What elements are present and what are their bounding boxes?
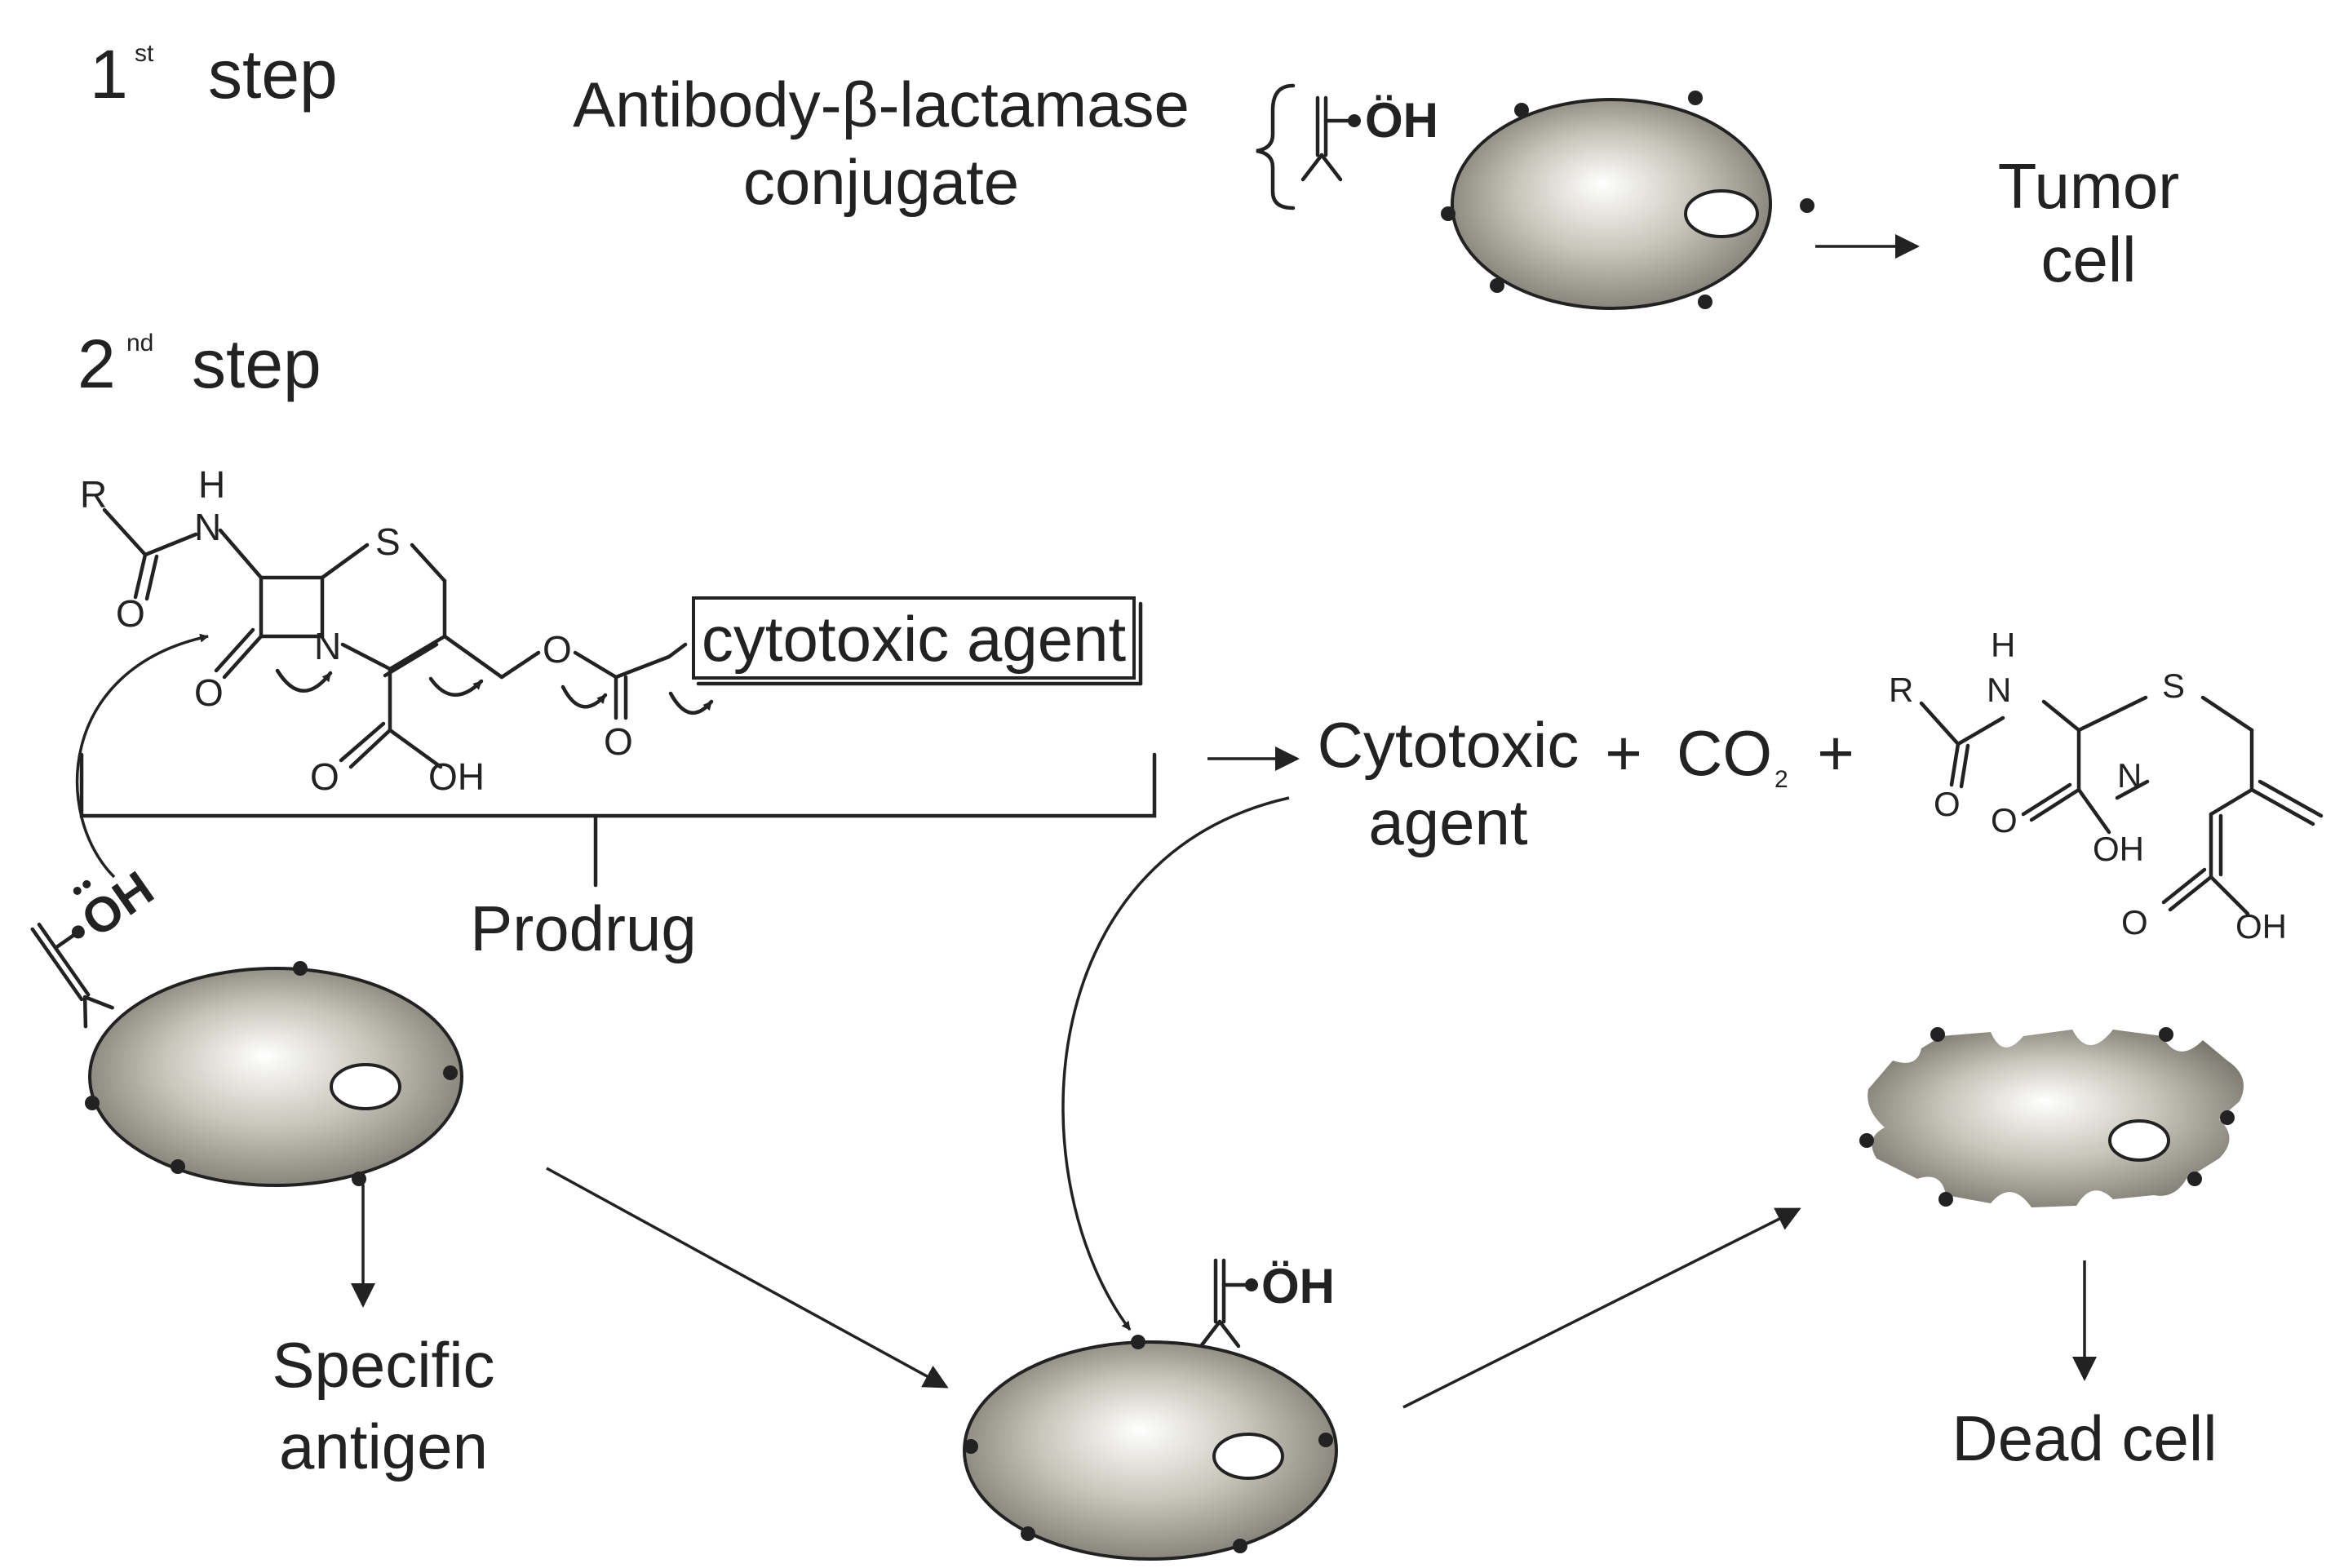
prodrug-atom-acid-o: O [310, 755, 339, 798]
product-atom-acid1-o: O [1991, 801, 2018, 839]
product-atom-acid2-o: O [2121, 903, 2148, 941]
tumor-cell-label: Tumor cell [1998, 150, 2179, 295]
product-atom-acid1-oh: OH [2093, 830, 2144, 868]
tumor-cell-bottom [963, 1335, 1338, 1561]
second-step-number: 2 [78, 326, 116, 402]
specific-antigen-line1: Specific [272, 1329, 494, 1401]
conjugate-brace [1256, 83, 1296, 210]
conjugate-label-line2: conjugate [743, 146, 1019, 218]
prodrug-atom-acid-oh: OH [428, 755, 485, 798]
arrow-to-dead-cell [1402, 1207, 1801, 1409]
step1-oh-label: ÖH [1365, 93, 1438, 148]
specific-antigen-line2: antigen [279, 1411, 488, 1482]
first-step-heading: 1 st step [90, 36, 338, 113]
prodrug-atom-o-carbonyl: O [604, 720, 633, 763]
tumor-label-line2: cell [2040, 224, 2136, 295]
antibody-on-cell-bottom: ÖH [1199, 1258, 1335, 1349]
nucleophile-attack-arrow [75, 633, 210, 879]
first-step-word: step [208, 36, 338, 113]
prodrug-atom-n-amide: N [194, 506, 221, 548]
cytotoxic-agent-line1: Cytotoxic [1318, 709, 1580, 781]
left-oh-label: OH [72, 861, 163, 948]
tumor-cell-step1 [1441, 91, 1814, 310]
product-atom-s: S [2162, 667, 2185, 705]
released-cephalosporin-structure: R H N O S N O OH O OH [1889, 626, 2324, 946]
product-atom-h: H [1991, 626, 2015, 664]
arrow-left-to-bottom-cell [546, 1167, 949, 1389]
bottom-oh-label: ÖH [1261, 1259, 1335, 1313]
tumor-label-line1: Tumor [1998, 150, 2179, 222]
conjugate-label: Antibody-β-lactamase conjugate [573, 69, 1190, 218]
dead-cell [1859, 1027, 2244, 1207]
prodrug-structure: R H N O S N O O O O OH [80, 463, 714, 798]
prodrug-atom-r: R [80, 473, 107, 516]
plus-sign-2: + [1817, 717, 1854, 789]
arrow-cytotoxic-to-cell [1061, 796, 1290, 1331]
product-atom-acid2-oh: OH [2235, 907, 2287, 946]
cytotoxic-agent-box-label: cytotoxic agent [702, 603, 1127, 675]
product-atom-o-amide: O [1934, 785, 1961, 823]
dead-cell-label: Dead cell [1952, 1402, 2217, 1474]
second-step-suffix: nd [126, 330, 153, 357]
prodrug-atom-s: S [375, 520, 401, 563]
conjugate-label-line1: Antibody-β-lactamase [573, 69, 1190, 140]
first-step-number: 1 [90, 36, 128, 113]
product-atom-n-amide: N [1987, 671, 2011, 709]
prodrug-bracket [79, 752, 1157, 818]
cytotoxic-agent-product: Cytotoxic agent [1318, 709, 1580, 858]
prodrug-label: Prodrug [470, 893, 697, 964]
co2-label: CO 2 [1677, 717, 1788, 793]
cytotoxic-agent-box: cytotoxic agent [692, 596, 1143, 686]
prodrug-atom-o-amide: O [116, 592, 145, 635]
specific-antigen-label: Specific antigen [272, 1329, 494, 1482]
plus-sign-1: + [1605, 717, 1642, 789]
prodrug-atom-h: H [198, 463, 225, 506]
cytotoxic-agent-line2: agent [1368, 786, 1528, 858]
co2-subscript: 2 [1775, 766, 1788, 793]
tumor-cell-left [85, 961, 463, 1187]
product-atom-r: R [1889, 671, 1913, 709]
first-step-suffix: st [135, 40, 154, 67]
product-atom-n-ring: N [2117, 756, 2142, 795]
co2-main: CO [1677, 717, 1772, 789]
prodrug-atom-o-lactam: O [194, 671, 224, 714]
antibody-enzyme-icon: ÖH [1300, 93, 1438, 182]
prodrug-atom-n-ring: N [314, 625, 341, 667]
prodrug-atom-o-ester: O [543, 628, 572, 671]
second-step-word: step [192, 326, 321, 402]
second-step-heading: 2 nd step [78, 326, 321, 402]
